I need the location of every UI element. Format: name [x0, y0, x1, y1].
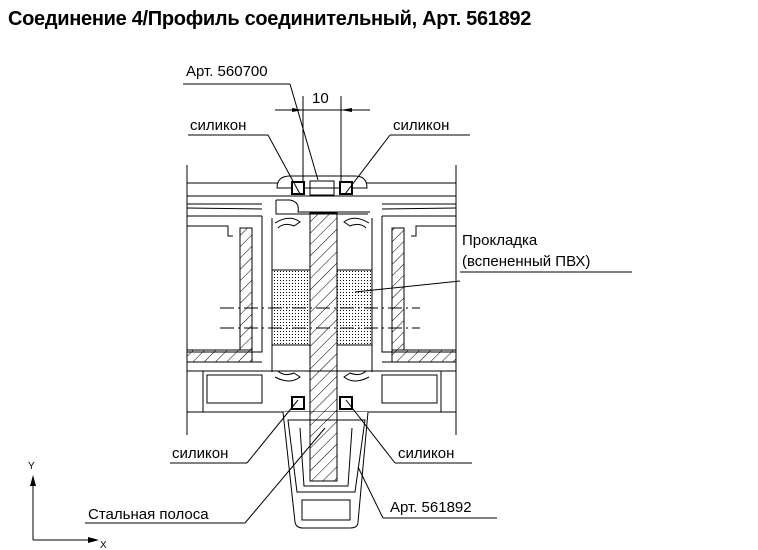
label-steel-strip: Стальная полоса	[88, 506, 209, 523]
y-axis-label: Y	[28, 461, 35, 472]
label-gasket-material: (вспененный ПВХ)	[462, 253, 590, 270]
y-arrow-icon	[30, 475, 36, 486]
label-gasket: Прокладка	[462, 232, 538, 249]
dimension-label: 10	[312, 90, 329, 107]
x-axis-label: X	[100, 540, 107, 550]
panel-structure	[186, 165, 457, 529]
x-arrow-icon	[88, 537, 99, 543]
drawing-title: Соединение 4/Профиль соединительный, Арт…	[8, 8, 532, 30]
foam-gasket-right	[336, 269, 373, 346]
foam-gasket-left	[271, 269, 311, 346]
steel-strip	[309, 212, 338, 482]
leaders	[85, 83, 632, 524]
label-silicone-bottom-right: силикон	[398, 445, 454, 462]
label-silicone-bottom-left: силикон	[172, 445, 228, 462]
label-art-561892: Арт. 561892	[390, 499, 472, 516]
label-silicone-top-right: силикон	[393, 117, 449, 134]
axis-indicator: Y X	[28, 461, 107, 550]
label-silicone-top-left: силикон	[190, 117, 246, 134]
label-art-560700: Арт. 560700	[186, 63, 268, 80]
